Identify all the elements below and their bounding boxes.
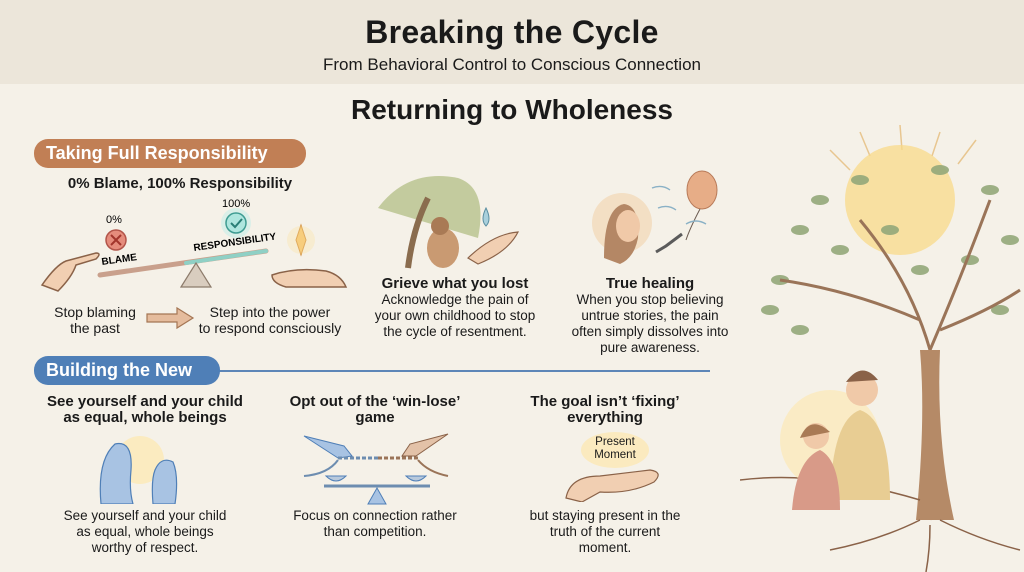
healing-card: True healing When you stop believing unt…	[560, 276, 740, 356]
page-title: Breaking the Cycle	[365, 14, 659, 50]
tug-of-war-scale-illustration	[303, 433, 449, 505]
fixing-title: The goal isn’t ‘fixing’ everything	[530, 393, 680, 426]
main-title: Returning to Wholeness	[351, 94, 673, 125]
fixing-desc: but staying present in the truth of the …	[529, 508, 681, 555]
svg-text:100%: 100%	[222, 198, 250, 210]
page-subtitle: From Behavioral Control to Conscious Con…	[323, 55, 701, 74]
healing-title: True healing	[605, 275, 695, 292]
arrow-right-icon	[146, 306, 195, 330]
release-balloon-illustration	[592, 170, 718, 264]
zero-pct-label: 0%	[106, 214, 122, 226]
win-lose-desc: Focus on connection rather than competit…	[293, 508, 457, 539]
blame-responsibility-subheading: 0% Blame, 100% Responsibility	[67, 175, 293, 192]
parent-child-facing-illustration	[99, 436, 178, 504]
present-moment-badge: Present Moment	[594, 436, 636, 461]
tree-parent-child-illustration	[740, 124, 1021, 572]
seesaw-illustration: 0% BLAME RESPONSIBILITY 100%	[40, 198, 348, 292]
equal-beings-title: See yourself and your child as equal, wh…	[47, 393, 243, 426]
equal-beings-desc: See yourself and your child as equal, wh…	[63, 508, 227, 555]
willow-tree-grief-illustration	[378, 176, 520, 269]
header-band: Breaking the Cycle From Behavioral Contr…	[0, 0, 1024, 84]
present-moment-hand-illustration	[565, 432, 659, 502]
section-pill-building: Building the New	[34, 356, 220, 385]
win-lose-title: Opt out of the ‘win-lose’ game	[289, 393, 461, 426]
grieve-card: Grieve what you lost Acknowledge the pai…	[360, 276, 550, 340]
step-into-power-text: Step into the power to respond conscious…	[198, 304, 342, 336]
stop-blaming-text: Stop blaming the past	[54, 304, 136, 336]
svg-text:BLAME: BLAME	[101, 252, 138, 268]
section-pill-responsibility: Taking Full Responsibility	[34, 139, 306, 168]
section-divider-line	[218, 370, 710, 372]
grieve-title: Grieve what you lost	[381, 275, 529, 292]
